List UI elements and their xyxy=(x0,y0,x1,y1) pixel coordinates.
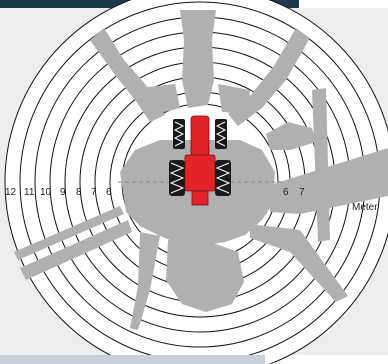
ring-label: 9 xyxy=(60,187,66,198)
ring-label: 11 xyxy=(24,187,35,198)
blind-zone-right-vertical xyxy=(312,88,330,242)
tractor-cab xyxy=(184,154,216,192)
front-tire-left xyxy=(173,119,185,149)
ring-label: 7 xyxy=(91,187,97,198)
ring-labels-left: 12 11 10 9 8 7 6 xyxy=(5,187,112,198)
ring-label: 12 xyxy=(5,187,17,198)
footer-bar xyxy=(0,355,265,364)
range-ring xyxy=(4,0,388,364)
blind-zone-mirror-right xyxy=(218,84,250,114)
blind-zone-right-wedge xyxy=(270,148,388,214)
rear-tire-left xyxy=(169,160,185,196)
ring-label: 6 xyxy=(106,187,112,198)
front-tire-right xyxy=(215,119,227,149)
tractor xyxy=(169,115,231,206)
ring-label: 10 xyxy=(40,187,52,198)
blind-zone-lower-left-2 xyxy=(14,206,124,260)
ring-label: 8 xyxy=(76,187,82,198)
unit-label: Meter xyxy=(352,202,378,213)
ring-label: 7 xyxy=(299,187,305,198)
blind-zone-right-band xyxy=(266,122,316,150)
blind-zone-lower-right xyxy=(250,224,348,302)
blind-zone-lower-center xyxy=(166,240,244,312)
blind-zone-top-column xyxy=(180,10,216,108)
blind-zone-lower-left-wedge xyxy=(130,232,160,330)
blind-zone-lower-left-1 xyxy=(20,220,132,280)
blind-zone-mirror-left xyxy=(140,84,180,116)
ring-label: 6 xyxy=(283,187,289,198)
tractor-hitch xyxy=(191,190,209,206)
rear-tire-right xyxy=(215,160,231,196)
tractor-hood xyxy=(190,115,210,157)
ring-labels-right: 6 7 xyxy=(283,187,305,198)
